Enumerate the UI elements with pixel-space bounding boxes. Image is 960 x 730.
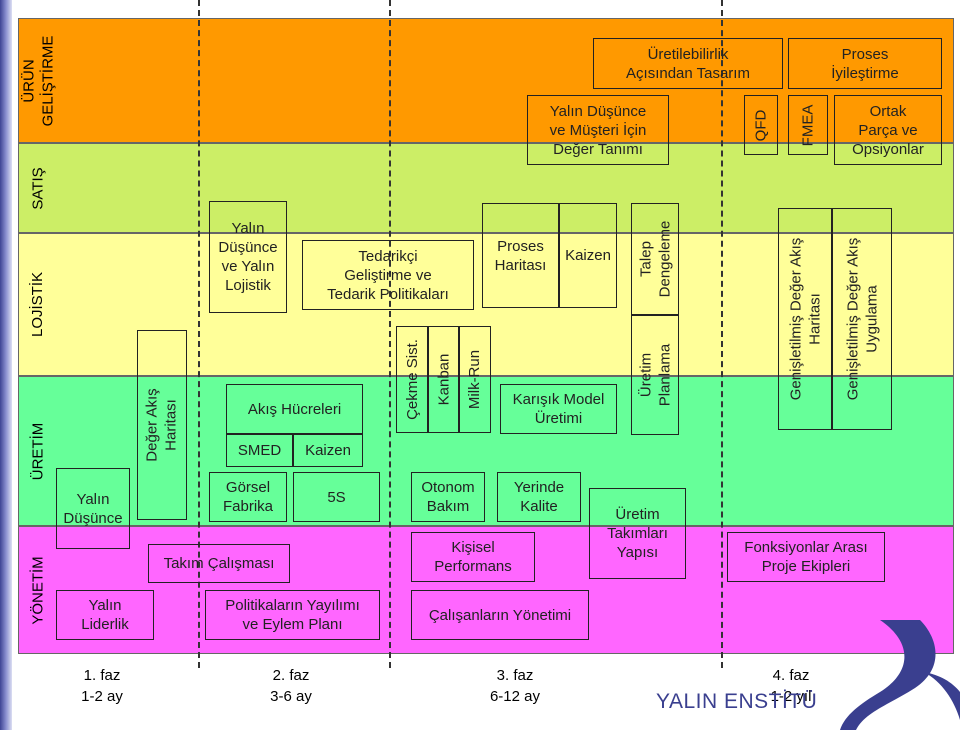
box-calisanlarin-yonetimi: Çalışanların Yönetimi (411, 590, 589, 640)
box-politikalar: Politikaların Yayılımı ve Eylem Planı (205, 590, 380, 640)
phase-label-4: 4. faz 1-2 yıl (770, 667, 812, 705)
box-kaizen-2: Kaizen (559, 203, 617, 308)
box-uretim-takimlari: Üretim Takımları Yapısı (589, 488, 686, 579)
band-satis (18, 143, 954, 233)
sidebar-gradient (0, 0, 12, 730)
box-musteri-deger: Yalın Düşünce ve Müşteri İçin Değer Tanı… (527, 95, 669, 165)
box-proses-haritasi: Proses Haritası (482, 203, 559, 308)
row-label-uretim: ÜRETİM (29, 422, 47, 480)
box-talep-dengeleme: Talep Dengeleme (631, 203, 679, 315)
box-uretilebilirlik: Üretilebilirlik Açısından Tasarım (593, 38, 783, 89)
row-label-lojistik: LOJİSTİK (29, 271, 47, 338)
band-lojistik (18, 233, 954, 376)
box-5s: 5S (293, 472, 380, 522)
box-tedarikci: Tedarikçi Geliştirme ve Tedarik Politika… (302, 240, 474, 310)
logo-swoosh-icon (840, 620, 960, 730)
box-gen-deger-akis-uygulama: Genişletilmiş Değer Akış Uygulama (832, 208, 892, 430)
box-yalin-lojistik: Yalın Düşünce ve Yalın Lojistik (209, 201, 287, 313)
box-yalin-liderlik: Yalın Liderlik (56, 590, 154, 640)
row-label-satis: SATIŞ (29, 166, 47, 210)
box-otonom-bakim: Otonom Bakım (411, 472, 485, 522)
box-yerinde-kalite: Yerinde Kalite (497, 472, 581, 522)
box-takim-calismasi: Takım Çalışması (148, 544, 290, 583)
box-uretim-planlama: Üretim Planlama (631, 315, 679, 435)
box-kanban: Kanban (428, 326, 459, 433)
phase-divider-1 (198, 0, 200, 668)
box-ortak-parca: Ortak Parça ve Opsiyonlar (834, 95, 942, 165)
phase-divider-2 (389, 0, 391, 668)
phase-label-1: 1. faz 1-2 ay (81, 667, 123, 705)
box-milk-run: Milk-Run (459, 326, 491, 433)
box-fonksiyonlar-arasi: Fonksiyonlar Arası Proje Ekipleri (727, 532, 885, 582)
row-label-urun: ÜRÜN GELİŞTİRME (20, 35, 57, 126)
box-smed: SMED (226, 434, 293, 467)
box-deger-akis-haritasi: Değer Akış Haritası (137, 330, 187, 520)
box-karisik-model: Karışık Model Üretimi (500, 384, 617, 434)
box-gorsel-fabrika: Görsel Fabrika (209, 472, 287, 522)
phase-label-3: 3. faz 6-12 ay (489, 667, 541, 705)
box-gen-deger-akis-haritasi: Genişletilmiş Değer Akış Haritası (778, 208, 832, 430)
box-cekme-sist: Çekme Sist. (396, 326, 428, 433)
logo-text: YALIN ENSTİTÜ (656, 690, 818, 713)
box-qfd: QFD (744, 95, 778, 155)
box-kaizen-1: Kaizen (293, 434, 363, 467)
box-kisisel-performans: Kişisel Performans (411, 532, 535, 582)
box-akis-hucreleri: Akış Hücreleri (226, 384, 363, 434)
row-label-yonetim: YÖNETİM (29, 555, 47, 625)
phase-label-2: 2. faz 3-6 ay (270, 667, 312, 705)
box-fmea: FMEA (788, 95, 828, 155)
band-uretim (18, 376, 954, 526)
box-proses-iyilestirme: Proses İyileştirme (788, 38, 942, 89)
box-yalin-dusunce: Yalın Düşünce (56, 468, 130, 549)
phase-divider-3 (721, 0, 723, 668)
